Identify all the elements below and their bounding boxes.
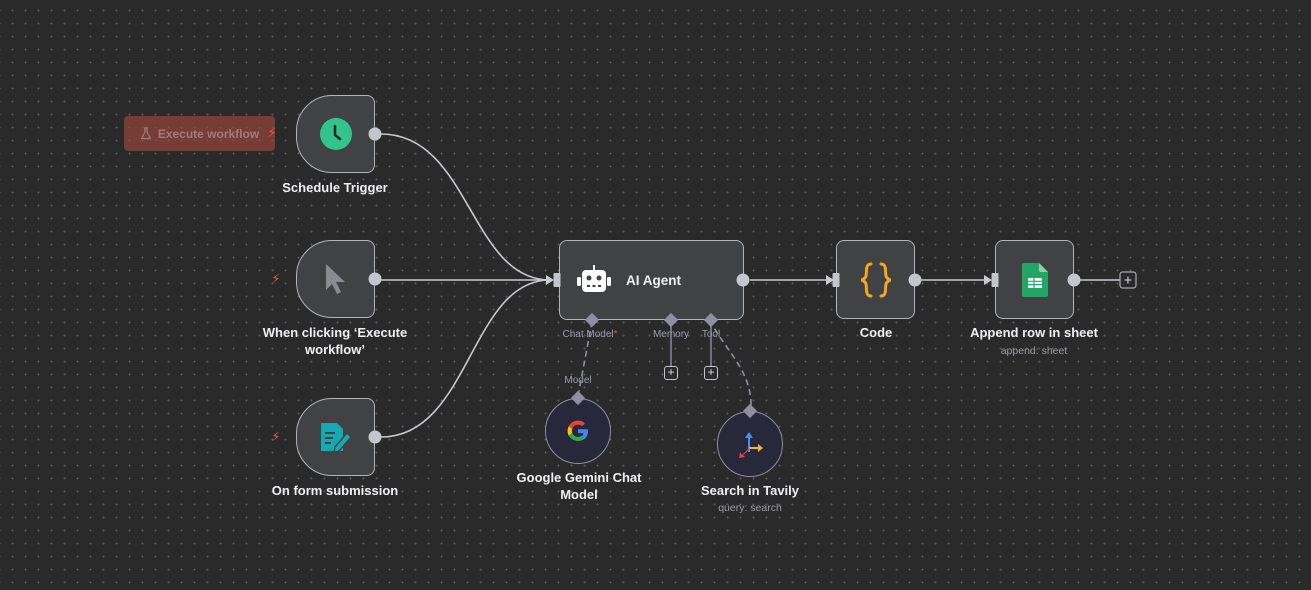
execute-workflow-button[interactable]: Execute workflow (124, 116, 275, 151)
model-port-label: Model (564, 375, 592, 386)
agent-input-handle[interactable] (553, 273, 561, 287)
sheets-input-handle[interactable] (991, 273, 999, 287)
node-label-line: Google Gemini Chat (516, 470, 642, 485)
add-tool-button[interactable]: + (704, 366, 718, 380)
node-append-row-sheet[interactable] (995, 240, 1074, 319)
robot-icon (577, 265, 611, 292)
agent-output-handle[interactable] (736, 273, 750, 287)
google-sheets-icon (1021, 262, 1048, 297)
trigger-bolt-icon: ⚡ (267, 125, 277, 140)
tool-port-label: Tool (701, 329, 721, 340)
node-google-gemini[interactable] (545, 398, 611, 464)
form-icon (320, 423, 352, 453)
node-code[interactable] (836, 240, 915, 319)
node-label: When clicking ‘Execute workflow’ (263, 324, 408, 358)
flask-icon (140, 127, 151, 140)
node-subtitle: append: sheet (1000, 345, 1068, 357)
trigger-bolt-icon: ⚡ (271, 271, 281, 286)
node-search-tavily[interactable] (717, 411, 783, 477)
node-title: AI Agent (626, 272, 681, 288)
add-next-node-button[interactable]: + (1119, 271, 1137, 289)
cursor-icon (325, 264, 345, 294)
required-mark: * (613, 329, 618, 340)
node-label: Google Gemini Chat Model (517, 469, 642, 503)
google-icon (567, 420, 588, 441)
node-form-trigger[interactable] (296, 398, 375, 476)
port-label-text: Chat Model (562, 329, 614, 340)
node-label: On form submission (271, 483, 399, 498)
add-memory-button[interactable]: + (664, 366, 678, 380)
edge-schedule-to-agent (380, 133, 551, 281)
node-label: Search in Tavily (700, 483, 800, 498)
node-label-line: When clicking ‘Execute (262, 325, 408, 340)
trigger-bolt-icon: ⚡ (271, 429, 281, 444)
node-label: Append row in sheet (970, 325, 1098, 340)
node-label-line: workflow’ (305, 342, 365, 357)
node-ai-agent[interactable]: AI Agent (559, 240, 744, 320)
execute-workflow-label: Execute workflow (157, 126, 260, 141)
clock-icon (319, 118, 352, 150)
node-label: Code (859, 325, 893, 340)
chat-model-port-label: Chat Model* (562, 329, 617, 340)
node-label-line: Model (560, 487, 598, 502)
sheets-output-handle[interactable] (1067, 273, 1081, 287)
edge-form-to-agent (380, 279, 551, 438)
memory-port-label: Memory (652, 329, 690, 340)
node-label: Schedule Trigger (282, 180, 388, 195)
tavily-icon (739, 432, 763, 458)
braces-icon (860, 262, 891, 297)
form-output-handle[interactable] (368, 430, 382, 444)
schedule-output-handle[interactable] (368, 127, 382, 141)
node-manual-trigger[interactable] (296, 240, 375, 318)
node-subtitle: query: search (718, 502, 782, 514)
code-output-handle[interactable] (908, 273, 922, 287)
code-input-handle[interactable] (832, 273, 840, 287)
manual-output-handle[interactable] (368, 272, 382, 286)
node-schedule-trigger[interactable] (296, 95, 375, 173)
